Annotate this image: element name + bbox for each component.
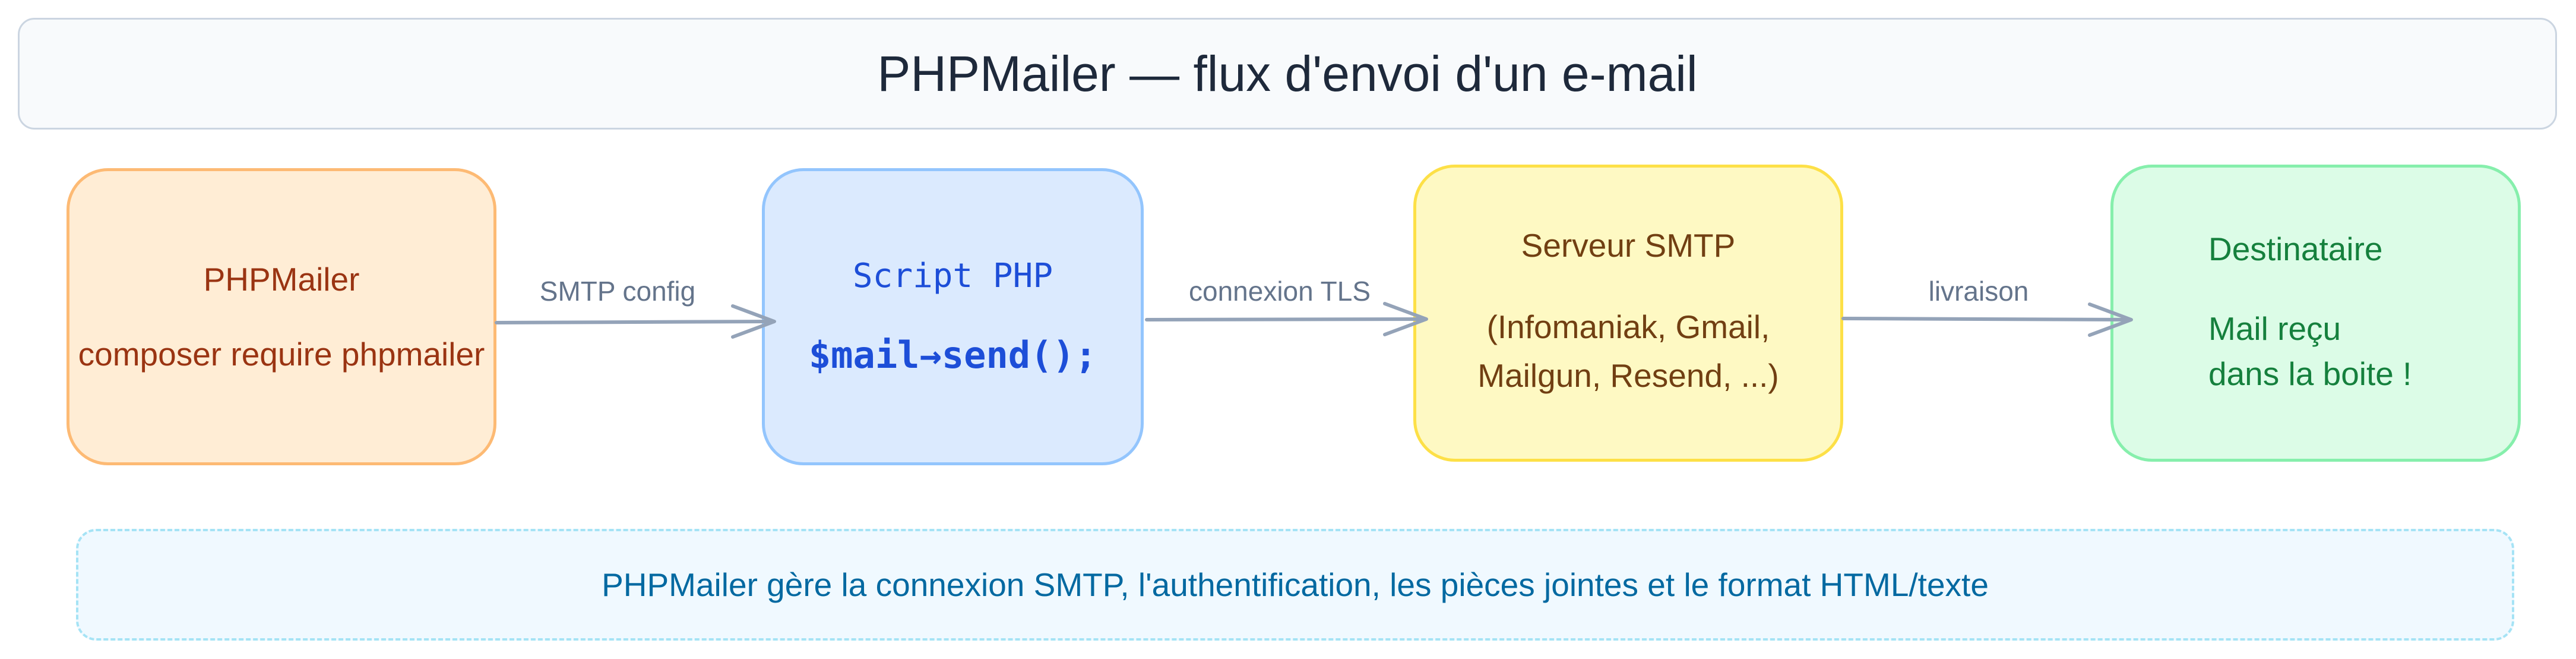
node-smtp-title: Serveur SMTP xyxy=(1521,227,1736,264)
node-smtp-line2: Mailgun, Resend, ...) xyxy=(1477,357,1779,394)
edge-label-livraison: livraison xyxy=(1928,276,2029,307)
edge-label-smtp-config: SMTP config xyxy=(539,276,696,307)
node-phpmailer-title: PHPMailer xyxy=(203,261,360,298)
note-box: PHPMailer gère la connexion SMTP, l'auth… xyxy=(76,529,2514,641)
title-box: PHPMailer — flux d'envoi d'un e-mail xyxy=(18,18,2557,130)
node-dest-title: Destinataire xyxy=(2208,231,2383,267)
node-dest-line1: Mail reçu xyxy=(2208,310,2341,347)
node-destinataire: Destinataire Mail reçu dans la boite ! xyxy=(2110,165,2521,462)
node-phpmailer-subtitle: composer require phpmailer xyxy=(78,336,485,373)
edge-label-connexion-tls: connexion TLS xyxy=(1188,276,1371,307)
edge-phpmailer-script xyxy=(495,304,776,339)
node-smtp-line1: (Infomaniak, Gmail, xyxy=(1486,308,1770,345)
note-text: PHPMailer gère la connexion SMTP, l'auth… xyxy=(602,566,1989,603)
node-smtp-server: Serveur SMTP (Infomaniak, Gmail, Mailgun… xyxy=(1413,165,1843,462)
diagram-title: PHPMailer — flux d'envoi d'un e-mail xyxy=(877,45,1698,102)
node-script-title: Script PHP xyxy=(852,257,1053,295)
edge-smtp-dest xyxy=(1841,302,2133,337)
edge-script-smtp xyxy=(1145,302,1428,336)
node-phpmailer: PHPMailer composer require phpmailer xyxy=(67,168,496,465)
node-dest-line2: dans la boite ! xyxy=(2208,355,2412,392)
node-script-code: $mail→send(); xyxy=(808,333,1097,377)
